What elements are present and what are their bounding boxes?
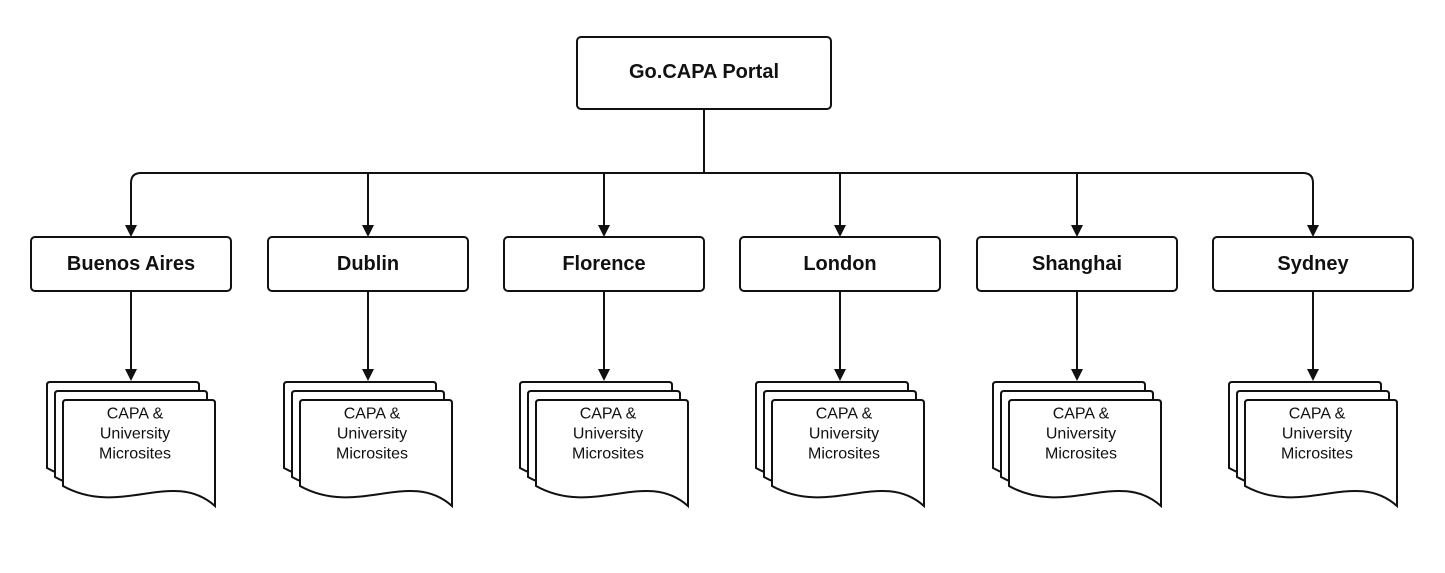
microsite-page-front-dublin bbox=[299, 399, 453, 509]
city-nodes: Buenos Aires Dublin Florence London Shanghai… bbox=[30, 236, 1414, 292]
city-box-florence bbox=[503, 236, 705, 292]
city-box-sydney bbox=[1212, 236, 1414, 292]
microsite-page-front-shanghai bbox=[1008, 399, 1162, 509]
doc-arrowhead-london bbox=[834, 369, 846, 381]
city-box-london bbox=[739, 236, 941, 292]
microsite-label-line-3: Microsites bbox=[336, 446, 408, 463]
microsite-label-line-1: CAPA & bbox=[1053, 406, 1110, 423]
microsite-label-line-1: CAPA & bbox=[816, 406, 873, 423]
root-node-label: Go.CAPA Portal bbox=[629, 61, 779, 83]
microsite-label-line-2: University bbox=[1046, 426, 1116, 443]
city-node-dublin: Dublin bbox=[267, 236, 469, 292]
microsite-label-line-3: Microsites bbox=[99, 446, 171, 463]
microsite-label-line-1: CAPA & bbox=[107, 406, 164, 423]
microsite-page-front-sydney bbox=[1244, 399, 1398, 509]
root-node: Go.CAPA Portal bbox=[576, 36, 832, 110]
microsite-label-line-3: Microsites bbox=[572, 446, 644, 463]
microsite-page-front-florence bbox=[535, 399, 689, 509]
microsite-label-line-1: CAPA & bbox=[580, 406, 637, 423]
arrowhead-sydney bbox=[1307, 225, 1319, 237]
city-node-florence: Florence bbox=[503, 236, 705, 292]
doc-arrowhead-buenos-aires bbox=[125, 369, 137, 381]
microsite-label-line-3: Microsites bbox=[808, 446, 880, 463]
microsite-label-line-3: Microsites bbox=[1045, 446, 1117, 463]
microsite-label-line-1: CAPA & bbox=[344, 406, 401, 423]
doc-arrowhead-sydney bbox=[1307, 369, 1319, 381]
microsite-label-line-2: University bbox=[809, 426, 879, 443]
city-node-sydney: Sydney bbox=[1212, 236, 1414, 292]
microsite-label-line-2: University bbox=[573, 426, 643, 443]
bus-line bbox=[130, 172, 1314, 184]
city-label-florence: Florence bbox=[562, 253, 645, 275]
city-label-dublin: Dublin bbox=[337, 253, 399, 275]
city-node-buenos-aires: Buenos Aires bbox=[30, 236, 232, 292]
city-box-dublin bbox=[267, 236, 469, 292]
city-node-shanghai: Shanghai bbox=[976, 236, 1178, 292]
city-box-buenos-aires bbox=[30, 236, 232, 292]
root-node-box bbox=[576, 36, 832, 110]
arrowhead-buenos-aires bbox=[125, 225, 137, 237]
doc-arrowhead-dublin bbox=[362, 369, 374, 381]
city-label-shanghai: Shanghai bbox=[1032, 253, 1122, 275]
doc-arrowhead-shanghai bbox=[1071, 369, 1083, 381]
microsite-label-line-2: University bbox=[1282, 426, 1352, 443]
arrowhead-dublin bbox=[362, 225, 374, 237]
microsite-label-line-3: Microsites bbox=[1281, 446, 1353, 463]
city-label-london: London bbox=[803, 253, 876, 275]
city-node-london: London bbox=[739, 236, 941, 292]
arrowhead-shanghai bbox=[1071, 225, 1083, 237]
city-label-buenos-aires: Buenos Aires bbox=[67, 253, 195, 275]
microsite-label-line-2: University bbox=[100, 426, 170, 443]
microsite-label-line-1: CAPA & bbox=[1289, 406, 1346, 423]
microsite-label-line-2: University bbox=[337, 426, 407, 443]
city-label-sydney: Sydney bbox=[1277, 253, 1349, 275]
arrowhead-florence bbox=[598, 225, 610, 237]
connectors bbox=[125, 109, 1319, 369]
microsite-page-front-london bbox=[771, 399, 925, 509]
arrowhead-london bbox=[834, 225, 846, 237]
microsite-page-front-buenos-aires bbox=[62, 399, 216, 509]
city-box-shanghai bbox=[976, 236, 1178, 292]
doc-arrowhead-florence bbox=[598, 369, 610, 381]
